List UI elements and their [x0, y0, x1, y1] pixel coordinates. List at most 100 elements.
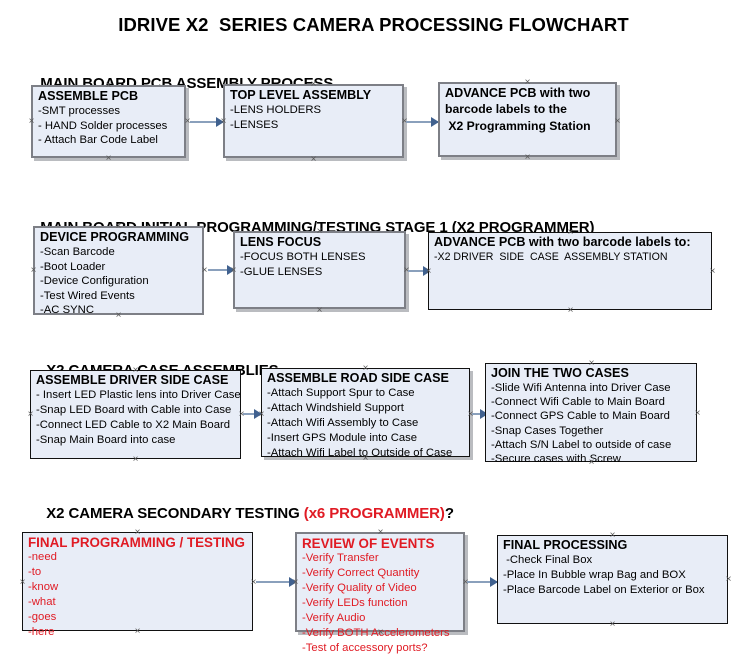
page-title: IDRIVE X2 SERIES CAMERA PROCESSING FLOWC…	[118, 14, 629, 35]
resize-handle-bottom[interactable]	[133, 627, 142, 636]
resize-handle-top[interactable]	[361, 364, 370, 373]
process-box-advance-pcb-to-driver-side-case-station[interactable]: ADVANCE PCB with two barcode labels to: …	[428, 232, 712, 310]
resize-handle-top[interactable]	[133, 528, 142, 537]
box-line: -Verify LEDs function	[302, 597, 408, 609]
resize-handle-left[interactable]	[29, 266, 38, 275]
box-title: DEVICE PROGRAMMING	[40, 230, 190, 244]
box-title: JOIN THE TWO CASES	[491, 366, 629, 380]
process-box-assemble-driver-side-case[interactable]: ASSEMBLE DRIVER SIDE CASE - Insert LED P…	[30, 370, 241, 459]
arrow-head-icon	[480, 409, 488, 419]
box-line: -goes	[28, 611, 57, 623]
box-line: -Snap LED Board with Cable into Case	[36, 404, 232, 416]
resize-handle-top[interactable]	[376, 528, 385, 537]
resize-handle-bottom[interactable]	[587, 458, 596, 467]
box-line: - HAND Solder processes	[38, 119, 168, 132]
box-line: -AC SYNC	[40, 304, 94, 317]
resize-handle-top[interactable]	[315, 227, 324, 236]
resize-handle-top[interactable]	[104, 81, 113, 90]
resize-handle-top[interactable]	[114, 222, 123, 231]
box-line: -Boot Loader	[40, 260, 106, 273]
box-line: -Check Final Box	[503, 554, 593, 566]
resize-handle-left[interactable]	[219, 117, 228, 126]
resize-handle-top[interactable]	[566, 228, 575, 237]
box-line: -Slide Wifi Antenna into Driver Case	[491, 382, 671, 394]
resize-handle-bottom[interactable]	[114, 311, 123, 320]
resize-handle-bottom[interactable]	[566, 306, 575, 315]
resize-handle-bottom[interactable]	[104, 154, 113, 163]
resize-handle-left[interactable]	[229, 266, 238, 275]
box-line: -Attach S/N Label to outside of case	[491, 438, 672, 451]
box-title: ASSEMBLE DRIVER SIDE CASE	[36, 373, 229, 387]
box-title: FINAL PROCESSING	[503, 538, 628, 552]
process-box-advance-pcb-to-x2-programming-station[interactable]: ADVANCE PCB with two barcode labels to t…	[438, 82, 617, 157]
section-heading-accent: (x6 PROGRAMMER)	[303, 505, 445, 522]
box-title: ADVANCE PCB with two barcode labels to:	[434, 235, 691, 249]
connector-arrow	[472, 409, 488, 419]
resize-handle-left[interactable]	[257, 410, 266, 419]
box-line: -Snap Main Board into case	[36, 434, 176, 446]
process-box-assemble-pcb[interactable]: ASSEMBLE PCB -SMT processes - HAND Solde…	[31, 85, 186, 158]
process-box-lens-focus[interactable]: LENS FOCUS -FOCUS BOTH LENSES -GLUE LENS…	[233, 231, 406, 309]
resize-handle-right[interactable]	[693, 409, 702, 418]
resize-handle-left[interactable]	[18, 578, 27, 587]
box-line: -Snap Cases Together	[491, 424, 604, 437]
box-line: -Verify Audio	[302, 612, 366, 624]
arrow-head-icon	[490, 577, 498, 587]
resize-handle-bottom[interactable]	[309, 155, 318, 164]
resize-handle-right[interactable]	[708, 267, 717, 276]
resize-handle-bottom[interactable]	[608, 620, 617, 629]
box-line: -Attach Wifi Assembly to Case	[267, 417, 419, 429]
resize-handle-left[interactable]	[26, 410, 35, 419]
resize-handle-top[interactable]	[587, 359, 596, 368]
resize-handle-top[interactable]	[608, 531, 617, 540]
box-line: -Attach Windshield Support	[267, 402, 404, 414]
resize-handle-left[interactable]	[291, 578, 300, 587]
box-title: LENS FOCUS	[240, 235, 322, 249]
process-box-review-of-events[interactable]: REVIEW OF EVENTS -Verify Transfer -Verif…	[295, 532, 465, 654]
resize-handle-bottom[interactable]	[315, 306, 324, 315]
box-line-overflow: -Test of accessory ports?	[302, 642, 428, 654]
resize-handle-bottom[interactable]	[131, 455, 140, 464]
box-line: -Connect LED Cable to X2 Main Board	[36, 419, 231, 431]
box-line: -Scan Barcode	[40, 246, 115, 258]
process-box-final-processing[interactable]: FINAL PROCESSING -Check Final Box -Place…	[497, 535, 728, 624]
resize-handle-bottom[interactable]	[376, 628, 385, 637]
box-line: -Test Wired Events	[40, 289, 135, 302]
box-line: -Connect Wifi Cable to Main Board	[491, 396, 665, 409]
resize-handle-bottom[interactable]	[361, 454, 370, 463]
connector-arrow	[406, 117, 439, 127]
resize-handle-left[interactable]	[424, 267, 433, 276]
resize-handle-bottom[interactable]	[523, 153, 532, 162]
box-line: -know	[28, 581, 59, 593]
resize-handle-top[interactable]	[131, 366, 140, 375]
box-line: -need	[28, 551, 57, 563]
resize-handle-right[interactable]	[724, 575, 733, 584]
box-line: -Attach Wifi Label to Outside of Case	[267, 447, 453, 459]
box-line: - Attach Bar Code Label	[38, 134, 158, 147]
box-line: -Device Configuration	[40, 275, 149, 288]
box-line: -LENSES	[230, 118, 279, 131]
process-box-final-programming-testing[interactable]: FINAL PROGRAMMING / TESTING -need -to -k…	[22, 532, 253, 638]
process-box-top-level-assembly[interactable]: TOP LEVEL ASSEMBLY -LENS HOLDERS -LENSES	[223, 84, 404, 158]
process-box-join-the-two-cases[interactable]: JOIN THE TWO CASES -Slide Wifi Antenna i…	[485, 363, 697, 465]
process-box-assemble-road-side-case[interactable]: ASSEMBLE ROAD SIDE CASE -Attach Support …	[261, 368, 470, 459]
resize-handle-left[interactable]	[27, 117, 36, 126]
box-line: X2 Programming Station	[445, 119, 591, 133]
box-line: -Verify Transfer	[302, 552, 379, 564]
process-box-device-programming[interactable]: DEVICE PROGRAMMING -Scan Barcode -Boot L…	[33, 226, 204, 317]
box-title: FINAL PROGRAMMING / TESTING	[28, 535, 245, 550]
box-line: -Verify BOTH Accelerometers	[302, 627, 450, 639]
box-line: -Verify Correct Quantity	[302, 567, 420, 579]
box-line: -here	[28, 626, 55, 638]
arrow-head-icon	[431, 117, 439, 127]
section-heading-x2-camera-secondary-testing: X2 CAMERA SECONDARY TESTING (x6 PROGRAMM…	[30, 488, 454, 539]
box-line: - Insert LED Plastic lens into Driver Ca…	[36, 389, 241, 401]
box-line: -GLUE LENSES	[240, 265, 323, 278]
resize-handle-top[interactable]	[523, 78, 532, 87]
box-line: -Secure cases with Screw	[491, 453, 621, 466]
box-title: ADVANCE PCB with two	[445, 86, 591, 100]
box-line: -X2 DRIVER SIDE CASE ASSEMBLY STATION	[434, 251, 668, 263]
resize-handle-top[interactable]	[309, 80, 318, 89]
resize-handle-right[interactable]	[613, 117, 622, 126]
